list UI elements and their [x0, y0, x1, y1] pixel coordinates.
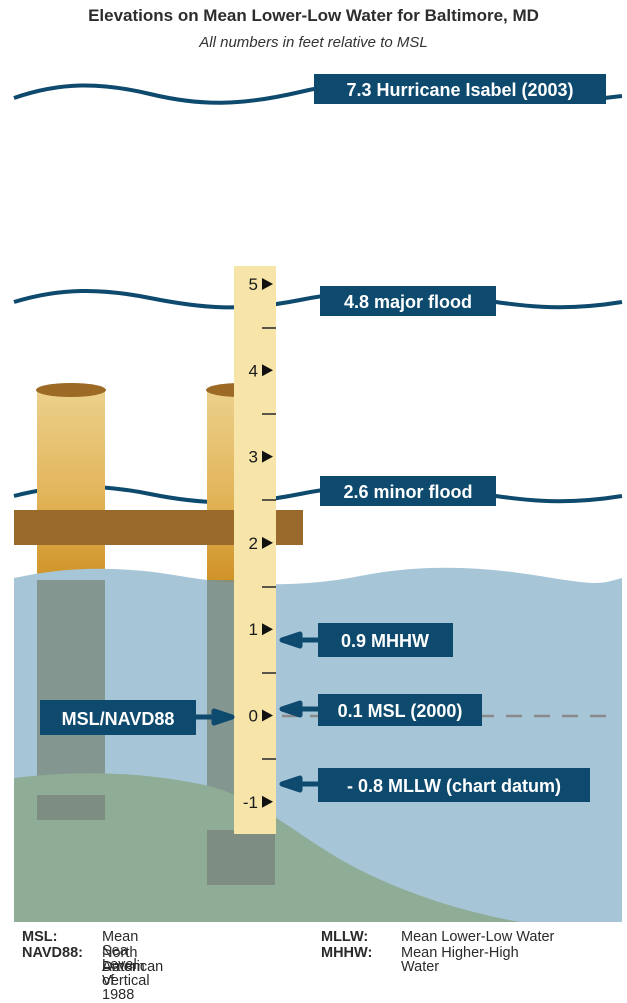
legend-msl-key: MSL:	[22, 929, 58, 945]
legend-mhhw-value-2: Water	[401, 959, 440, 975]
minor-flood-label-box	[320, 476, 496, 506]
msl-navd-label-box	[40, 700, 196, 735]
right-piling-base	[207, 830, 275, 885]
staff-major-ticks: 5 4 3 2 1 0 -1	[243, 275, 273, 812]
legend-mhhw-key: MHHW:	[321, 945, 373, 961]
staff-tick-marker	[262, 278, 273, 290]
staff-tick-label: 5	[249, 275, 258, 294]
minor-flood-label: 2.6 minor flood	[343, 482, 472, 502]
mhhw-label: 0.9 MHHW	[341, 631, 429, 651]
staff-tick-label: 0	[249, 707, 258, 726]
isabel-label-box	[314, 74, 606, 104]
msl-navd-arrow	[196, 708, 235, 726]
legend-navd-value-2: Datum of 1988	[102, 959, 145, 1003]
staff-tick-marker	[262, 364, 273, 377]
legend-msl-value: Mean Sea Level	[102, 929, 139, 973]
left-piling-base	[37, 795, 105, 820]
legend-mhhw-value-1: Mean Higher-High	[401, 945, 519, 961]
legend-mllw-value: Mean Lower-Low Water	[401, 929, 555, 945]
msl2000-label: 0.1 MSL (2000)	[338, 701, 463, 721]
major-flood-wave-line	[13, 288, 623, 310]
staff-tick-label: 4	[249, 361, 258, 380]
msl2000-arrow	[279, 700, 318, 718]
isabel-label: 7.3 Hurricane Isabel (2003)	[346, 80, 573, 100]
mhhw-arrow	[279, 631, 318, 649]
tide-staff	[234, 266, 276, 834]
left-piling-cap	[36, 383, 106, 397]
diagram-title: Elevations on Mean Lower-Low Water for B…	[88, 6, 539, 25]
legend-right: MLLW: Mean Lower-Low Water MHHW: Mean Hi…	[321, 929, 554, 975]
staff-tick-marker	[262, 623, 273, 636]
staff-minor-ticks	[262, 327, 276, 760]
diagram-subtitle: All numbers in feet relative to MSL	[199, 34, 428, 51]
major-flood-label-box	[320, 286, 496, 316]
msl-navd-label: MSL/NAVD88	[62, 709, 175, 729]
staff-tick-marker	[262, 709, 273, 722]
left-piling-top	[37, 390, 105, 582]
mllw-label: - 0.8 MLLW (chart datum)	[347, 776, 561, 796]
staff-tick-marker	[262, 450, 273, 463]
staff-tick-marker	[262, 795, 273, 808]
staff-tick-label: 1	[249, 620, 258, 639]
staff-tick-marker	[262, 536, 273, 549]
staff-tick-label: 3	[249, 448, 258, 467]
legend-navd-key: NAVD88:	[22, 945, 83, 961]
staff-tick-label: 2	[249, 534, 258, 553]
legend-mllw-key: MLLW:	[321, 929, 369, 945]
msl2000-label-box	[318, 694, 482, 726]
staff-tick-label: -1	[243, 793, 258, 812]
mllw-label-box	[318, 768, 590, 802]
mllw-arrow	[279, 775, 318, 793]
minor-flood-wave-line	[13, 483, 623, 505]
major-flood-label: 4.8 major flood	[344, 292, 472, 312]
mhhw-label-box	[318, 623, 453, 657]
legend-left: MSL: Mean Sea Level NAVD88: North Americ…	[22, 929, 163, 1003]
